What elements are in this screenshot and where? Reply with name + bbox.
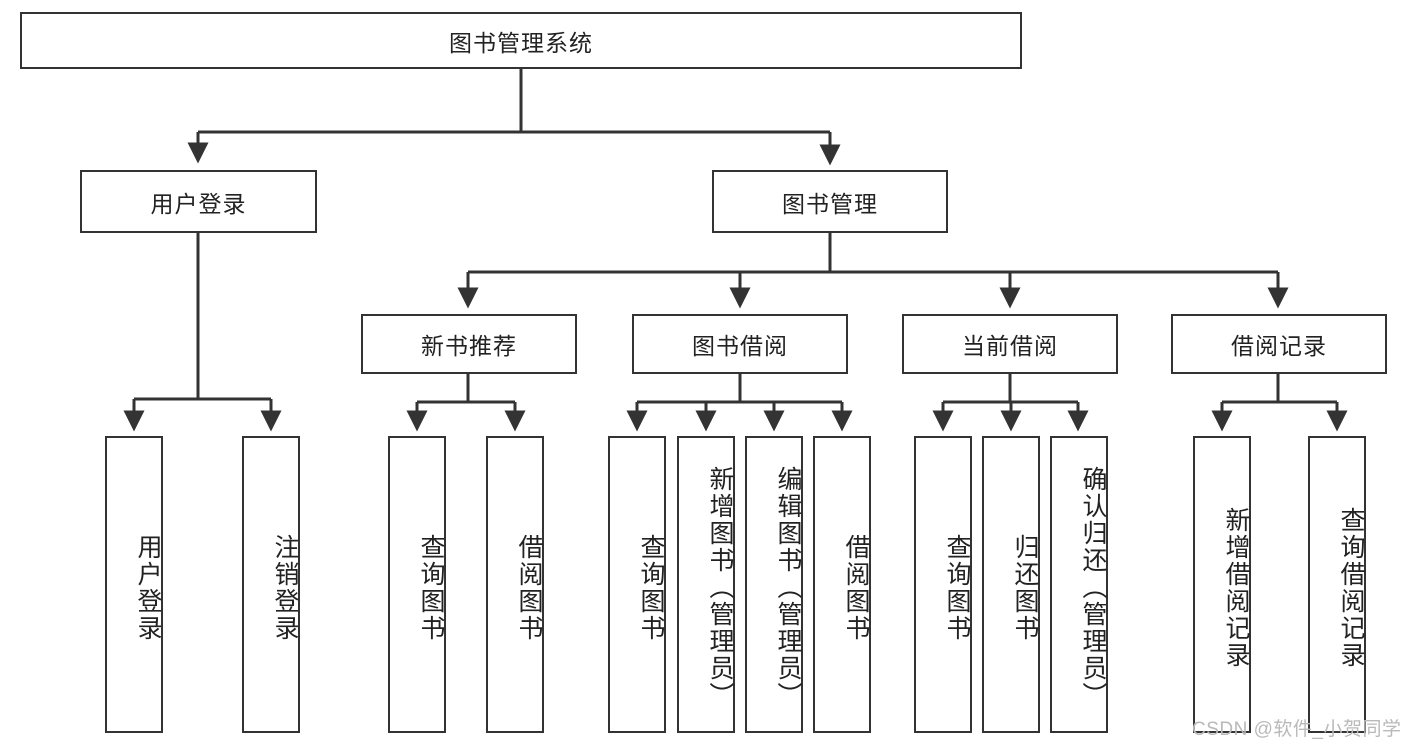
node-label: 当前借阅 — [962, 333, 1058, 359]
node-label: 图书管理系统 — [449, 29, 593, 56]
node-label: 注销登录 — [271, 533, 299, 642]
node-label: 新书推荐 — [421, 333, 517, 359]
node-label: 图书借阅 — [692, 333, 788, 359]
node-book-borrow[interactable]: 图书借阅 — [632, 314, 848, 374]
node-root-book-management-system[interactable]: 图书管理系统 — [20, 12, 1022, 69]
leaf-confirm-return-admin[interactable]: 确认归还（管理员） — [1050, 436, 1108, 733]
node-current-borrow[interactable]: 当前借阅 — [902, 314, 1118, 374]
leaf-query-book-newbook[interactable]: 查询图书 — [388, 436, 446, 733]
leaf-query-borrow-record[interactable]: 查询借阅记录 — [1308, 436, 1366, 733]
node-label: 查询图书 — [417, 533, 445, 642]
csdn-watermark: CSDN @软件_小贺同学 — [1192, 719, 1402, 740]
leaf-query-book-borrow[interactable]: 查询图书 — [608, 436, 666, 733]
node-label: 用户登录 — [134, 533, 162, 642]
node-label: 用户登录 — [150, 190, 247, 217]
node-label: 新增借阅记录 — [1222, 506, 1250, 669]
leaf-add-borrow-record[interactable]: 新增借阅记录 — [1193, 436, 1251, 733]
node-label: 查询图书 — [943, 533, 971, 642]
node-label: 新增图书（管理员） — [706, 466, 734, 709]
node-user-login[interactable]: 用户登录 — [80, 170, 317, 233]
node-label: 图书管理 — [782, 190, 878, 217]
node-label: 确认归还（管理员） — [1079, 466, 1107, 709]
node-label: 查询图书 — [637, 533, 665, 642]
leaf-borrow-book[interactable]: 借阅图书 — [813, 436, 871, 733]
node-label: 借阅图书 — [515, 533, 543, 642]
leaf-return-book[interactable]: 归还图书 — [982, 436, 1040, 733]
node-book-management[interactable]: 图书管理 — [712, 170, 948, 233]
leaf-logout[interactable]: 注销登录 — [242, 436, 300, 733]
node-label: 查询借阅记录 — [1337, 506, 1365, 669]
node-label: 归还图书 — [1011, 533, 1039, 642]
leaf-borrow-book-newbook[interactable]: 借阅图书 — [486, 436, 544, 733]
leaf-query-book-current[interactable]: 查询图书 — [914, 436, 972, 733]
node-borrow-records[interactable]: 借阅记录 — [1171, 314, 1387, 374]
node-label: 编辑图书（管理员） — [774, 466, 802, 709]
leaf-user-login[interactable]: 用户登录 — [105, 436, 163, 733]
node-label: 借阅记录 — [1231, 333, 1327, 359]
leaf-add-book-admin[interactable]: 新增图书（管理员） — [677, 436, 735, 733]
leaf-edit-book-admin[interactable]: 编辑图书（管理员） — [745, 436, 803, 733]
node-new-book-recommend[interactable]: 新书推荐 — [361, 314, 577, 374]
node-label: 借阅图书 — [842, 533, 870, 642]
